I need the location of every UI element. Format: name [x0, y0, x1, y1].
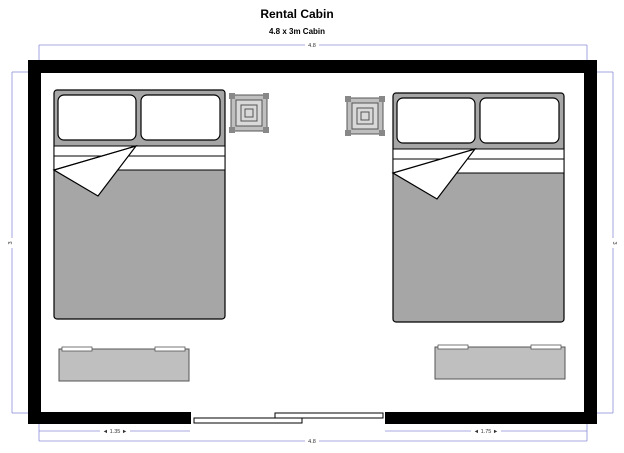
wall-bottom-right	[385, 412, 597, 424]
bottom-left-segment-label-bg	[100, 427, 130, 435]
bottom-right-segment-label-bg	[471, 427, 501, 435]
nightstand-leg	[379, 130, 385, 136]
bench-handle	[530, 344, 562, 350]
wall-right	[584, 60, 597, 424]
bench-handle	[437, 344, 469, 350]
bench-top	[434, 346, 566, 380]
door-panel-left	[193, 417, 303, 424]
right-dimension-label-bg	[609, 238, 617, 248]
nightstand-inner	[360, 111, 370, 121]
blanket-corner	[391, 147, 477, 200]
plan-subtitle: 4.8 x 3m Cabin	[269, 27, 325, 36]
bottom-right-segment-label: ◄ 1.75 ►	[474, 429, 499, 435]
left-dimension-label-bg	[8, 238, 16, 248]
right-dimension-label: 3	[611, 241, 617, 244]
bench-right[interactable]	[434, 344, 566, 380]
nightstand-leg	[345, 130, 351, 136]
left-dimension-label: 3	[8, 241, 14, 244]
nightstand-leg	[263, 127, 269, 133]
sheet-fold	[53, 145, 226, 157]
nightstand-leg	[379, 96, 385, 102]
nightstand-leg	[229, 127, 235, 133]
cabin-walls	[28, 60, 597, 424]
nightstand-inner	[356, 107, 374, 125]
bench-left[interactable]	[58, 346, 190, 382]
blanket-fold-line	[53, 145, 137, 171]
nightstand-right[interactable]	[345, 96, 385, 136]
door-panel-right	[274, 412, 384, 419]
nightstand-leg	[263, 93, 269, 99]
sheet-fold	[392, 148, 565, 160]
wall-bottom-left	[28, 412, 191, 424]
nightstand-leg	[345, 96, 351, 102]
plan-title: Rental Cabin	[260, 7, 333, 21]
sliding-door[interactable]	[192, 412, 385, 424]
top-dimension-label-bg	[305, 41, 319, 49]
bottom-dimension-label: 4.8	[308, 439, 316, 445]
bottom-left-segment-label: ◄ 1.35 ►	[103, 429, 128, 435]
nightstand-leg	[229, 93, 235, 99]
pillow-icon	[396, 97, 476, 144]
pillow-icon	[57, 94, 137, 141]
nightstand-inner	[235, 99, 263, 127]
double-bed-right[interactable]	[391, 92, 565, 323]
nightstand-left[interactable]	[229, 93, 269, 133]
bench-handle	[61, 346, 93, 352]
nightstand-inner	[240, 104, 258, 122]
wall-top	[28, 60, 597, 73]
wall-left	[28, 60, 41, 424]
top-dimension-label: 4.8	[308, 43, 316, 49]
nightstand-inner	[244, 108, 254, 118]
pillow-icon	[479, 97, 560, 144]
bench-handle	[154, 346, 186, 352]
pillow-icon	[140, 94, 221, 141]
bench-top	[58, 348, 190, 382]
double-bed-left[interactable]	[52, 89, 226, 320]
bottom-dimension-label-bg	[305, 437, 319, 445]
nightstand-inner	[351, 102, 379, 130]
